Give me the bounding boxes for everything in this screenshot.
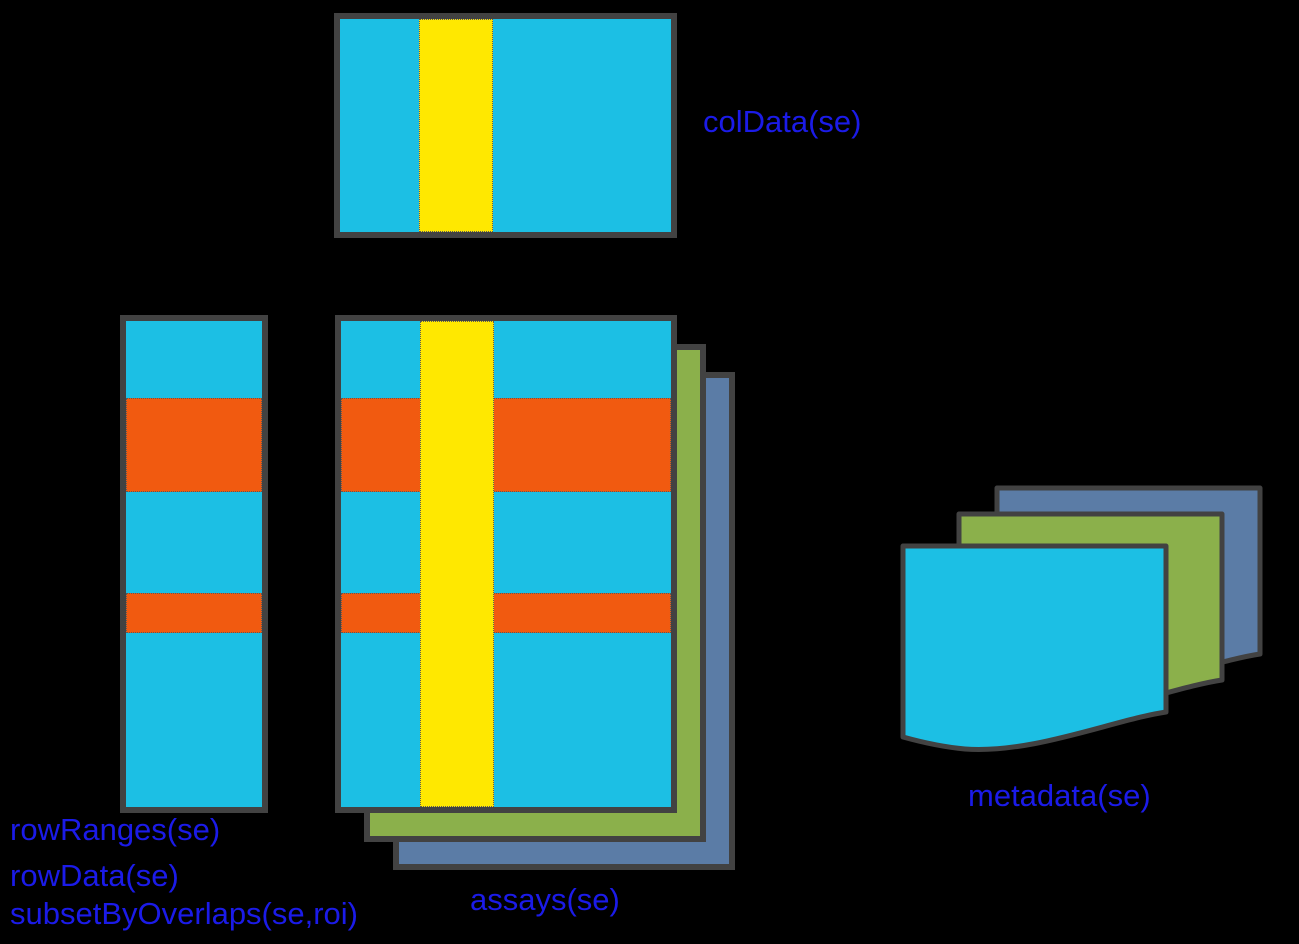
subsetbyoverlaps-label: subsetByOverlaps(se,roi) <box>10 896 359 931</box>
metadata-stack <box>900 485 1263 752</box>
assays-label: assays(se) <box>470 882 620 917</box>
metadata-sheet-front <box>900 543 1169 752</box>
rowdata-label: rowData(se) <box>10 858 179 893</box>
selected-column-stripe <box>419 19 493 232</box>
rowranges-label: rowRanges(se) <box>10 812 221 847</box>
selected-rows-band-small <box>341 593 671 633</box>
selected-rows-band-large <box>126 398 262 492</box>
rowranges-matrix <box>120 315 268 813</box>
selected-column-stripe <box>420 321 494 807</box>
selected-rows-band-small <box>126 593 262 633</box>
coldata-matrix <box>334 13 677 238</box>
selected-rows-band-large <box>341 398 671 492</box>
coldata-label: colData(se) <box>703 104 862 139</box>
metadata-label: metadata(se) <box>968 778 1151 813</box>
assay-matrix-front <box>335 315 677 813</box>
